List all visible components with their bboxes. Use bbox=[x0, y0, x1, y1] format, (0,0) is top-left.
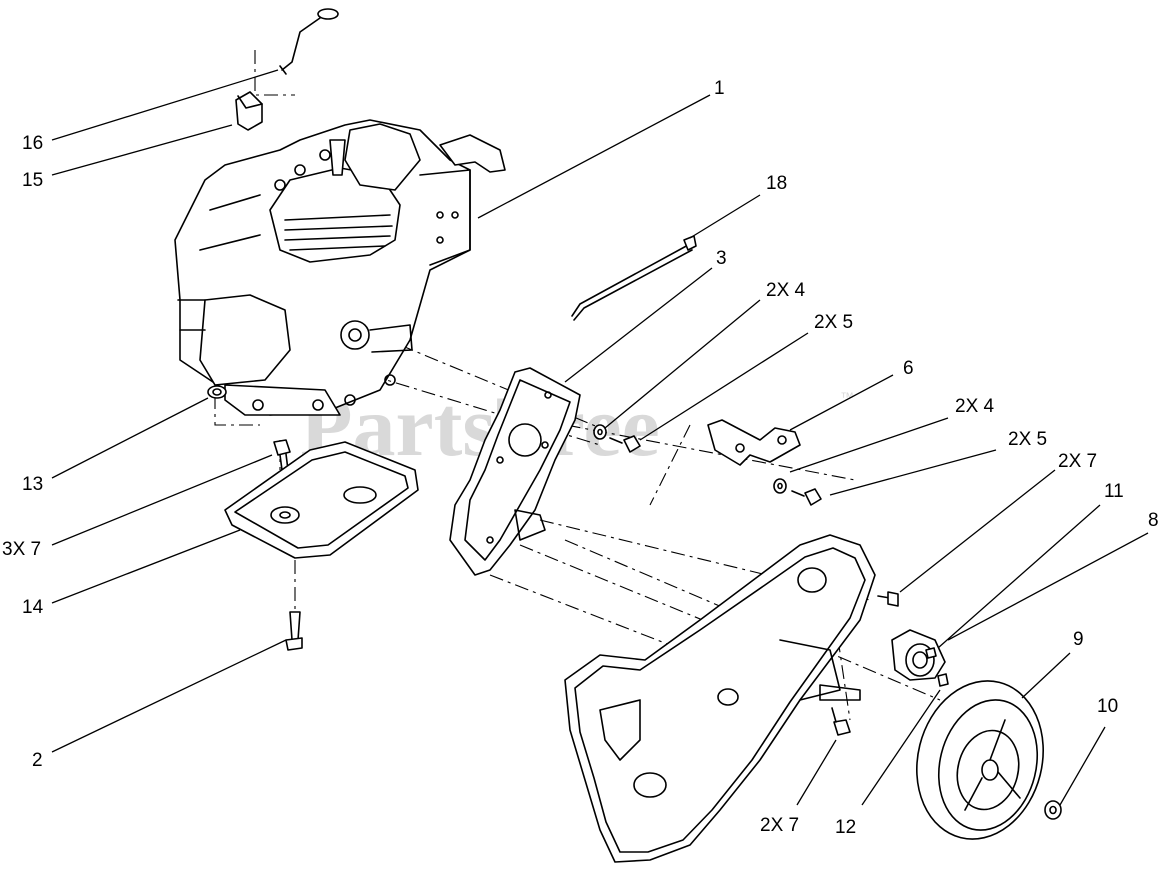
engine bbox=[174, 119, 506, 416]
long-bolt bbox=[285, 611, 303, 651]
callout-1: 1 bbox=[714, 78, 725, 99]
callout-2x5-upper: 2X 5 bbox=[814, 312, 853, 333]
hex-nut bbox=[207, 385, 227, 399]
dipstick bbox=[279, 8, 339, 75]
callout-2: 2 bbox=[32, 750, 43, 771]
engine-mounting-plate bbox=[449, 367, 581, 576]
wheel-nut bbox=[1044, 800, 1062, 820]
callout-3: 3 bbox=[716, 248, 727, 269]
callout-2x4-upper: 2X 4 bbox=[766, 280, 806, 301]
callout-2x4-lower: 2X 4 bbox=[955, 396, 995, 417]
callout-2x7-upper: 2X 7 bbox=[1058, 451, 1097, 472]
cable-tie bbox=[571, 235, 697, 321]
callout-2x5-lower: 2X 5 bbox=[1008, 429, 1047, 450]
housing-bolt-upper bbox=[877, 591, 899, 607]
key-pin bbox=[937, 673, 949, 687]
callout-2x7-lower: 2X 7 bbox=[760, 815, 799, 836]
callout-10: 10 bbox=[1097, 696, 1118, 717]
callout-6: 6 bbox=[903, 358, 914, 379]
callout-18: 18 bbox=[766, 173, 787, 194]
callout-9: 9 bbox=[1073, 629, 1084, 650]
pulley-hub bbox=[891, 629, 946, 681]
tube-clip bbox=[235, 91, 263, 131]
transmission-housing bbox=[564, 534, 876, 863]
wheel bbox=[916, 680, 1044, 840]
washer-and-bolt-upper bbox=[593, 424, 641, 453]
callout-labels: 1 18 3 2X 4 2X 5 6 2X 4 2X 5 2X 7 11 8 9… bbox=[2, 78, 1159, 838]
belt-guide-bracket bbox=[707, 419, 801, 466]
leader-lines bbox=[51, 69, 1149, 806]
callout-13: 13 bbox=[22, 474, 43, 495]
callout-16: 16 bbox=[22, 133, 43, 154]
set-screw bbox=[925, 647, 937, 659]
base-plate bbox=[224, 441, 419, 559]
callout-15: 15 bbox=[22, 170, 43, 191]
callout-8: 8 bbox=[1148, 510, 1159, 531]
callout-11: 11 bbox=[1104, 481, 1124, 502]
housing-bolt-lower bbox=[831, 707, 851, 736]
callout-3x7: 3X 7 bbox=[2, 539, 41, 560]
washer-and-bolt-lower bbox=[773, 478, 822, 506]
callout-12: 12 bbox=[835, 817, 856, 838]
callout-14: 14 bbox=[22, 597, 44, 618]
